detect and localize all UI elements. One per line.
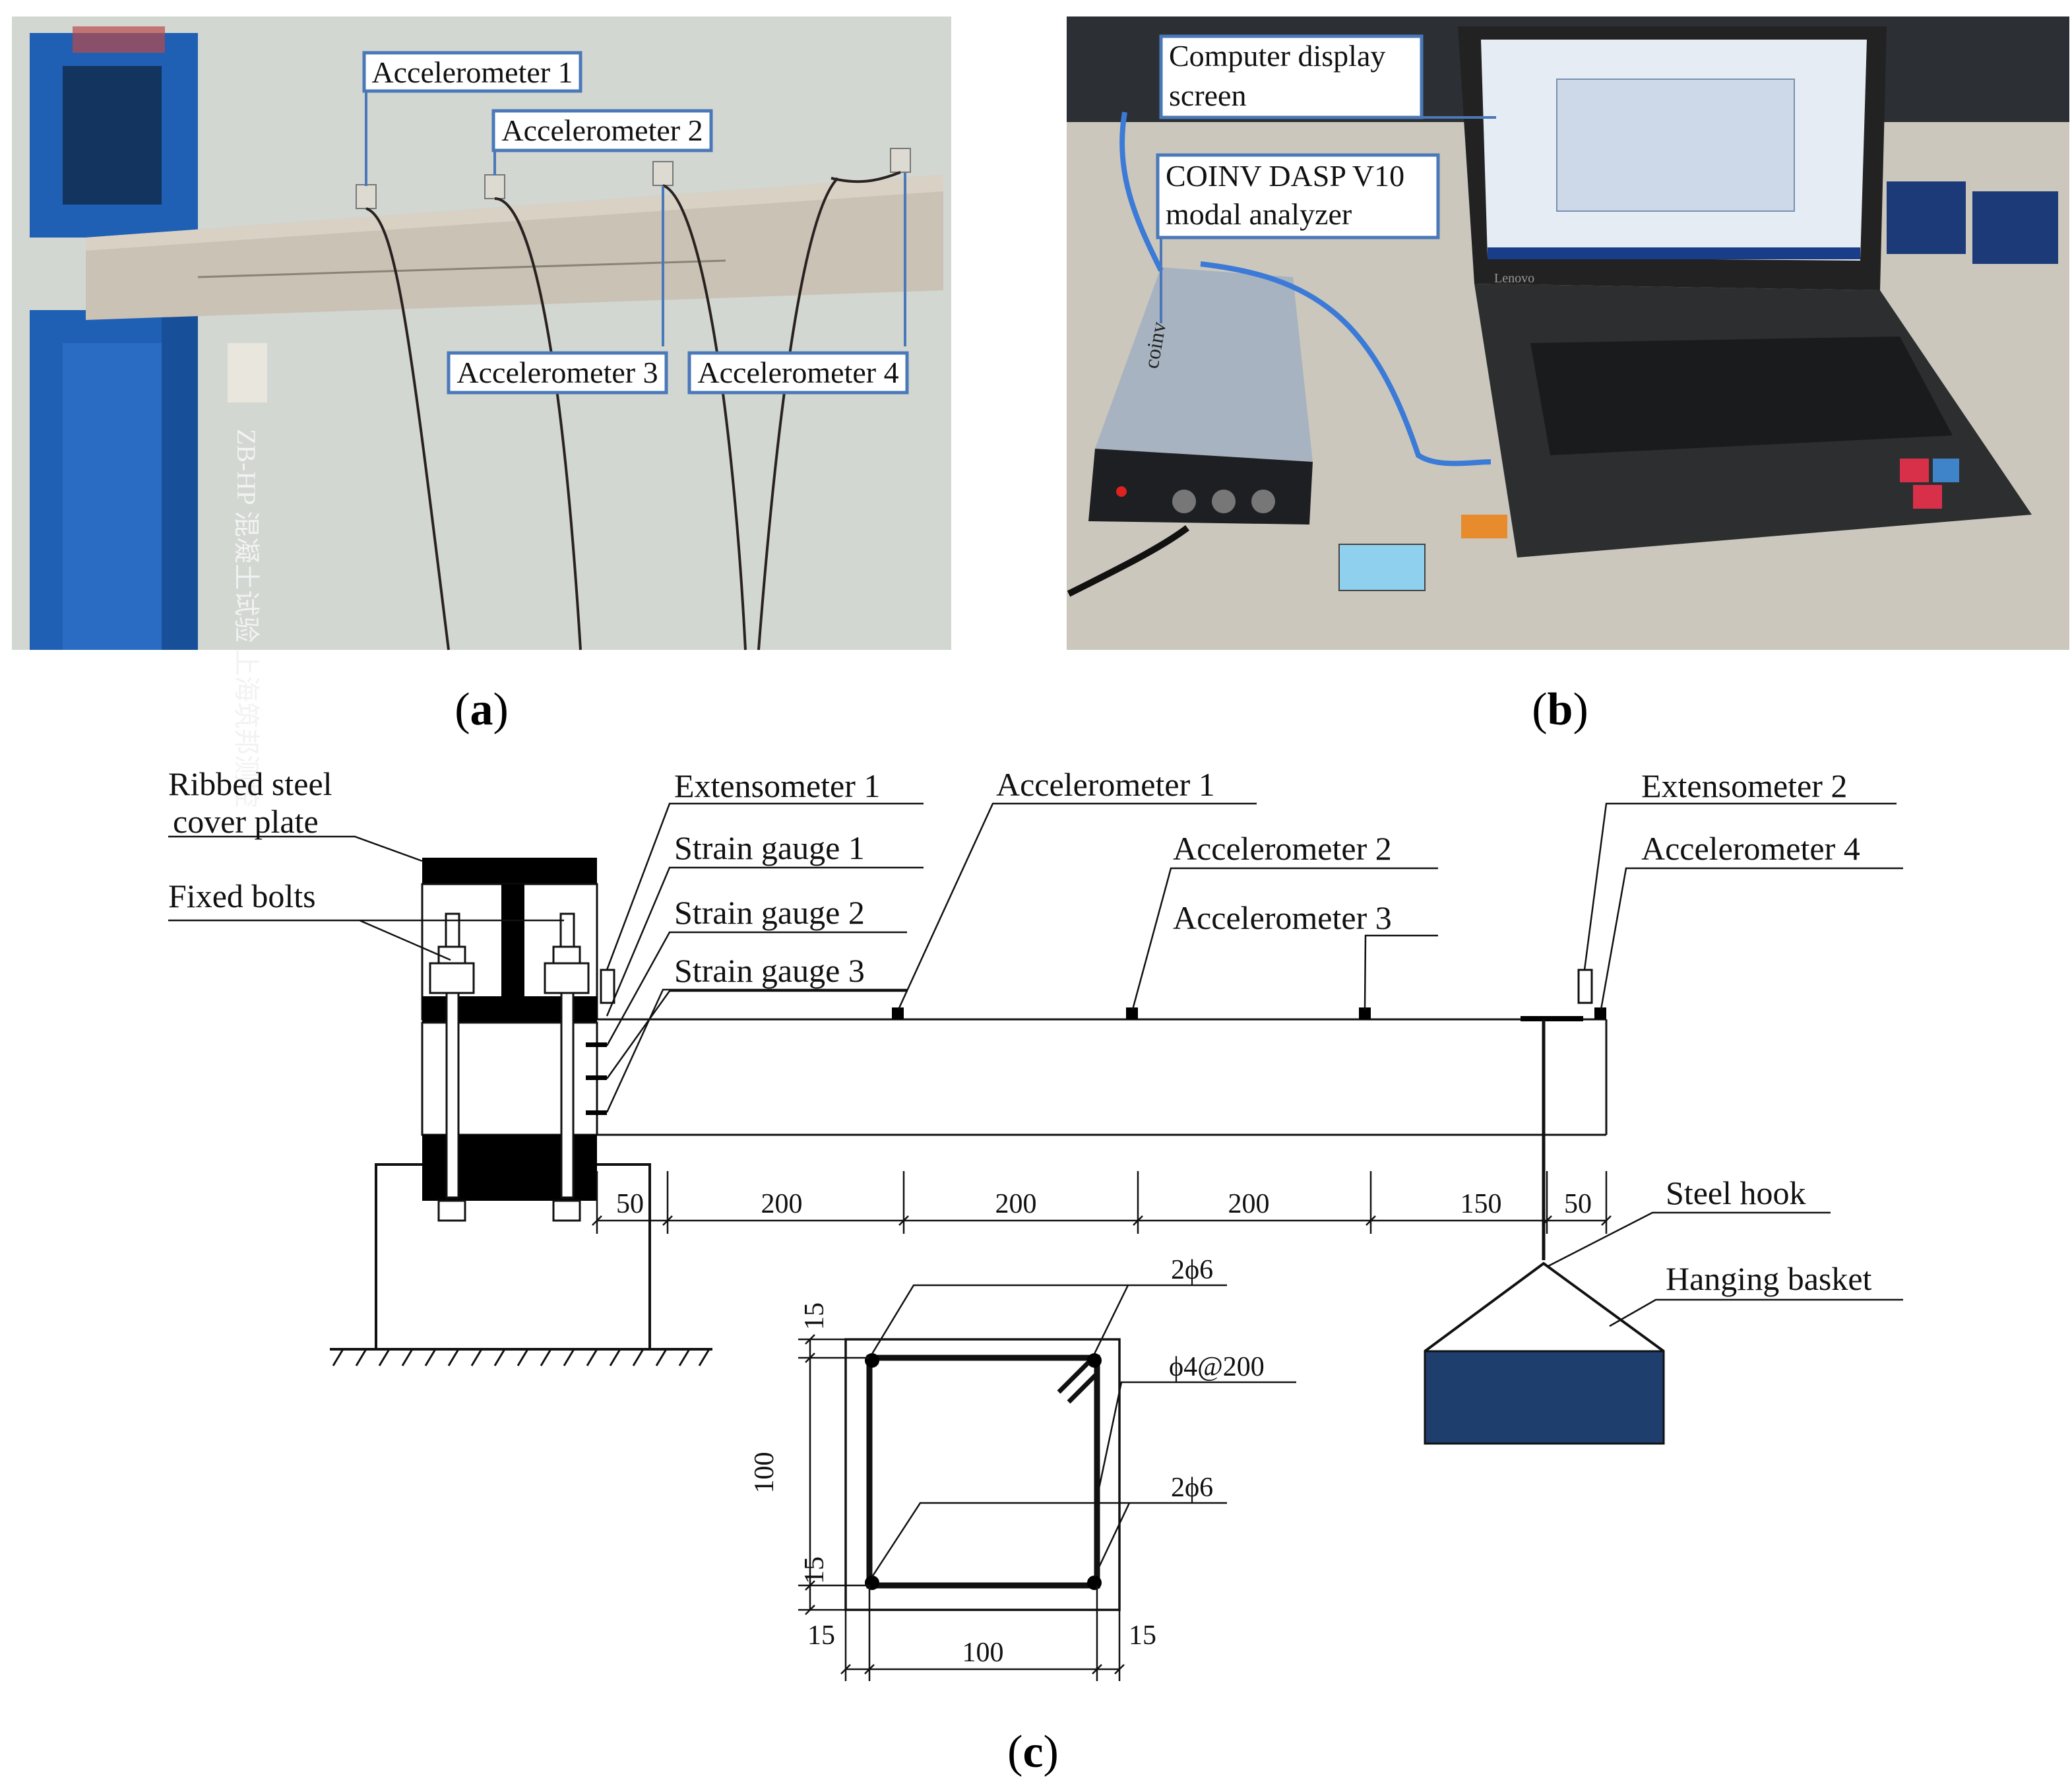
extensometer-1 bbox=[600, 969, 615, 1004]
span-dim-2: 200 bbox=[761, 1189, 803, 1219]
panel-b-letter: (b) bbox=[1532, 684, 1588, 735]
accelerometer-3-mark bbox=[1359, 1007, 1371, 1019]
rebar-top-left bbox=[865, 1353, 879, 1368]
span-dimensions: 50 200 200 200 150 50 bbox=[592, 1171, 1612, 1234]
screen-label-line-2: screen bbox=[1169, 79, 1246, 112]
callout-accelerometer-2: Accelerometer 2 bbox=[501, 113, 703, 147]
extensometer-1-label: Extensometer 1 bbox=[674, 767, 880, 804]
cover-left-label: 15 bbox=[807, 1620, 835, 1651]
screen-label-line-1: Computer display bbox=[1169, 39, 1385, 73]
beam-cross-section: 2ϕ6 ϕ4@200 2ϕ6 100 15 15 bbox=[749, 1255, 1296, 1681]
fixture-clamp bbox=[421, 858, 598, 1222]
beam-sensors bbox=[586, 969, 1606, 1115]
strain-gauge-1-mark bbox=[586, 1042, 607, 1047]
support-base bbox=[330, 1163, 712, 1366]
rebar-bottom-right bbox=[1087, 1576, 1102, 1590]
extensometer-2 bbox=[1577, 969, 1593, 1004]
accelerometer-1-label: Accelerometer 1 bbox=[996, 766, 1215, 803]
laptop-brand: Lenovo bbox=[1494, 271, 1534, 286]
rebar-bottom-left bbox=[865, 1576, 879, 1590]
analyzer-label-line-1: COINV DASP V10 bbox=[1166, 159, 1404, 193]
steel-hook-label: Steel hook bbox=[1666, 1174, 1805, 1211]
span-dim-3: 200 bbox=[995, 1189, 1037, 1219]
rebar-bottom-label: 2ϕ6 bbox=[1171, 1473, 1213, 1503]
stirrup-hook bbox=[1057, 1360, 1100, 1404]
section-width-label: 100 bbox=[962, 1638, 1004, 1668]
accelerometer-3-label: Accelerometer 3 bbox=[1173, 899, 1392, 936]
span-dim-1: 50 bbox=[616, 1189, 644, 1219]
hanging-basket-label: Hanging basket bbox=[1666, 1260, 1872, 1297]
fixed-bolts-label: Fixed bolts bbox=[168, 877, 316, 914]
rebar-top-right bbox=[1087, 1353, 1102, 1368]
callout-accelerometer-3: Accelerometer 3 bbox=[456, 356, 658, 389]
span-dim-6: 50 bbox=[1564, 1189, 1592, 1219]
laptop: Lenovo bbox=[1458, 26, 2032, 558]
strain-gauge-1-label: Strain gauge 1 bbox=[674, 829, 865, 866]
accelerometer-1-mark bbox=[892, 1007, 904, 1019]
strain-gauge-2-label: Strain gauge 2 bbox=[674, 894, 865, 931]
panel-a-photo: ZB-HP 混凝土试验 上海筑邦测控 bbox=[12, 16, 951, 808]
beam-elevation bbox=[597, 1018, 1608, 1136]
panel-a-letter: (a) bbox=[455, 684, 509, 735]
modal-analyzer-device: coinv bbox=[1088, 267, 1313, 525]
callout-accelerometer-1: Accelerometer 1 bbox=[371, 55, 573, 89]
accelerometer-4-label: Accelerometer 4 bbox=[1641, 830, 1860, 867]
sensor-cables bbox=[365, 171, 901, 651]
hook-and-basket bbox=[1424, 1016, 1665, 1445]
callout-accelerometer-4: Accelerometer 4 bbox=[697, 356, 898, 389]
panel-b-photo: coinv Lenovo Computer display screen bbox=[1067, 16, 2069, 650]
extensometer-2-label: Extensometer 2 bbox=[1641, 767, 1847, 804]
rebar-top-label: 2ϕ6 bbox=[1171, 1255, 1213, 1285]
cover-plate-label-line-2: cover plate bbox=[173, 803, 319, 840]
fixed-bolt-right bbox=[544, 912, 590, 1222]
cover-top-label: 15 bbox=[800, 1302, 830, 1330]
strain-gauge-3-mark bbox=[586, 1110, 607, 1115]
fixed-bolt-left bbox=[429, 912, 475, 1222]
analyzer-label-line-2: modal analyzer bbox=[1166, 197, 1352, 231]
steel-frame: ZB-HP 混凝土试验 上海筑邦测控 bbox=[30, 26, 267, 808]
cover-right-label: 15 bbox=[1129, 1620, 1156, 1651]
strain-gauge-3-label: Strain gauge 3 bbox=[674, 952, 865, 989]
accelerometer-2-mark bbox=[1126, 1007, 1138, 1019]
panel-b-callouts: Computer display screen COINV DASP V10 m… bbox=[1156, 34, 1496, 323]
panel-a-callouts: Accelerometer 1 Accelerometer 2 Accelero… bbox=[362, 51, 909, 395]
stirrup-label: ϕ4@200 bbox=[1169, 1352, 1265, 1382]
setup-labels: Ribbed steel cover plate Fixed bolts Ext… bbox=[168, 765, 1872, 1297]
hanging-basket-box bbox=[1424, 1350, 1665, 1445]
strain-gauge-2-mark bbox=[586, 1075, 607, 1080]
span-dim-5: 150 bbox=[1460, 1189, 1502, 1219]
accelerometer-2-label: Accelerometer 2 bbox=[1173, 830, 1392, 867]
panel-c-drawing: Ribbed steel cover plate Fixed bolts Ext… bbox=[168, 765, 1903, 1681]
sign-text: ZB-HP 混凝土试验 上海筑邦测控 bbox=[232, 429, 261, 808]
panel-c-letter: (c) bbox=[1007, 1727, 1059, 1777]
leader-lines bbox=[168, 802, 1903, 1327]
cover-bottom-label: 15 bbox=[800, 1556, 830, 1584]
cover-plate-label-line-1: Ribbed steel bbox=[168, 765, 332, 802]
span-dim-4: 200 bbox=[1228, 1189, 1270, 1219]
accelerometer-4-mark bbox=[1594, 1007, 1606, 1019]
section-height-label: 100 bbox=[749, 1452, 780, 1494]
